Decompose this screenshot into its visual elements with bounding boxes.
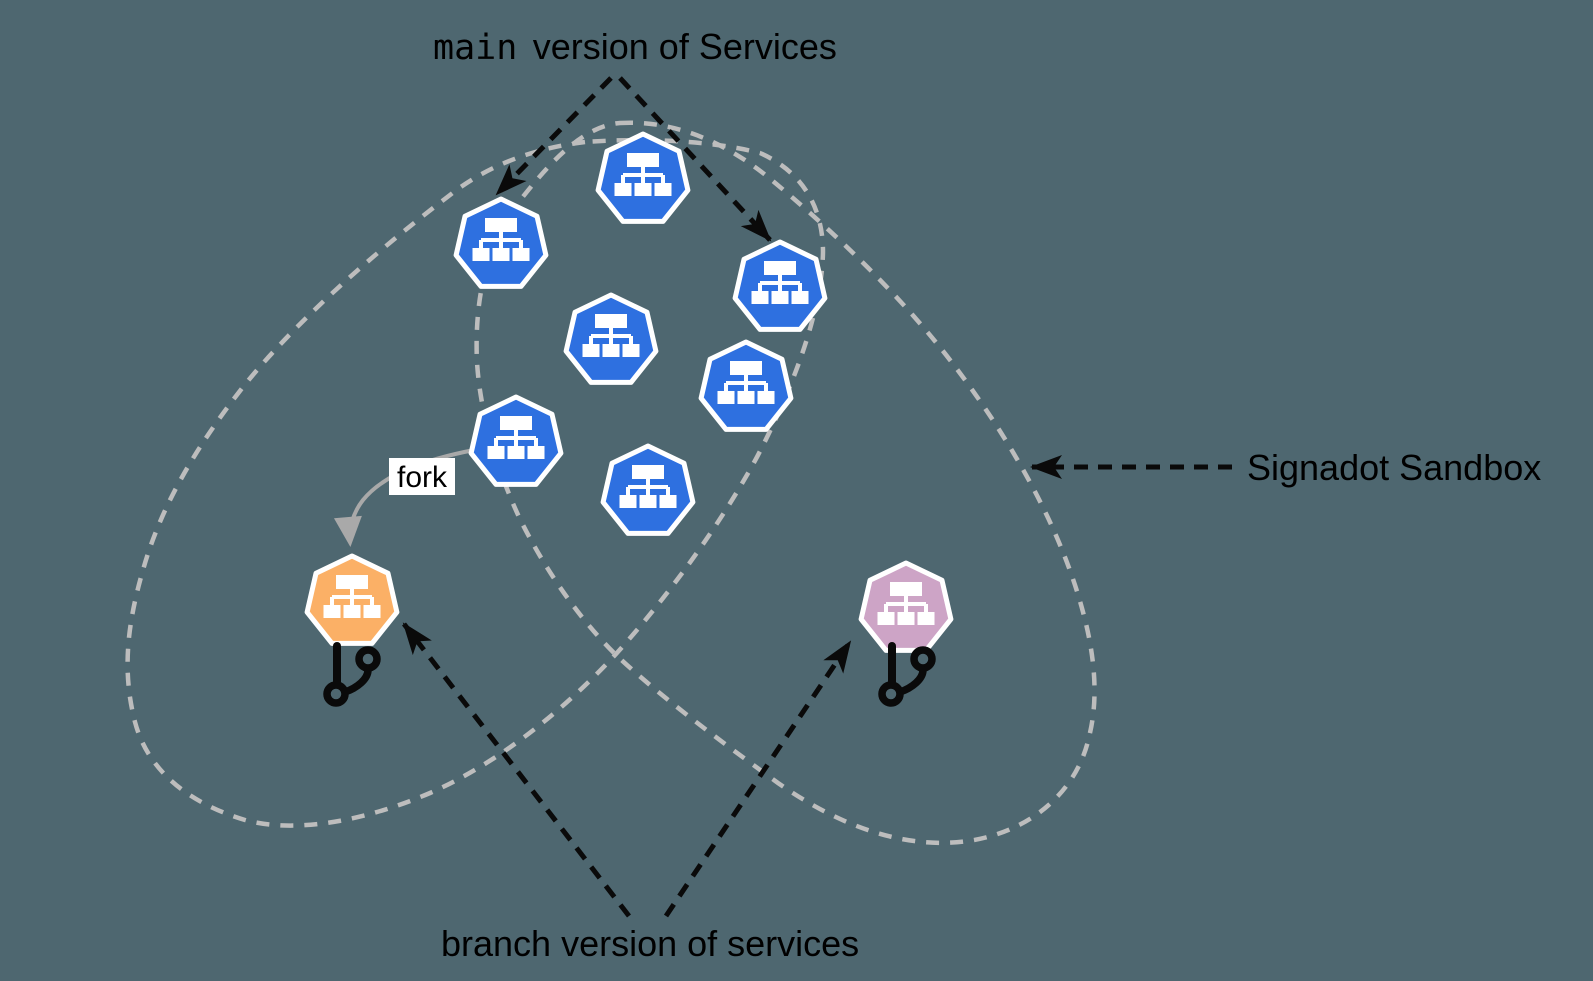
right-sandbox-boundary xyxy=(474,120,1097,846)
main-code-text: main xyxy=(433,28,517,68)
branch-label-arrow-right xyxy=(663,640,853,918)
main-service-node xyxy=(456,199,546,286)
git-branch-icon xyxy=(327,646,377,703)
main-rest-text: version of Services xyxy=(533,26,837,67)
branch-services-label: branch version of services xyxy=(441,923,859,964)
left-sandbox-boundary xyxy=(125,137,826,828)
fork-label-text: fork xyxy=(397,461,448,494)
purple-branch-service-node xyxy=(861,563,951,650)
main-service-node xyxy=(598,134,688,221)
main-label-arrow-left xyxy=(495,76,613,196)
main-service-node xyxy=(735,242,825,329)
signadot-sandbox-label: Signadot Sandbox xyxy=(1247,447,1541,488)
orange-branch-service-node xyxy=(307,556,397,643)
main-service-node xyxy=(566,295,656,382)
main-service-node xyxy=(603,446,693,533)
git-branch-icon xyxy=(882,646,932,703)
main-label-arrow-right xyxy=(618,76,772,242)
fork-arrow xyxy=(333,448,475,547)
fork-label-background xyxy=(389,458,455,495)
main-services-label: main version of Services xyxy=(433,26,837,68)
main-service-node xyxy=(701,342,791,429)
branch-label-arrow-left xyxy=(402,622,631,918)
main-service-node xyxy=(471,397,561,484)
service-nodes-layer xyxy=(307,134,951,703)
fork-label: fork xyxy=(389,458,455,495)
